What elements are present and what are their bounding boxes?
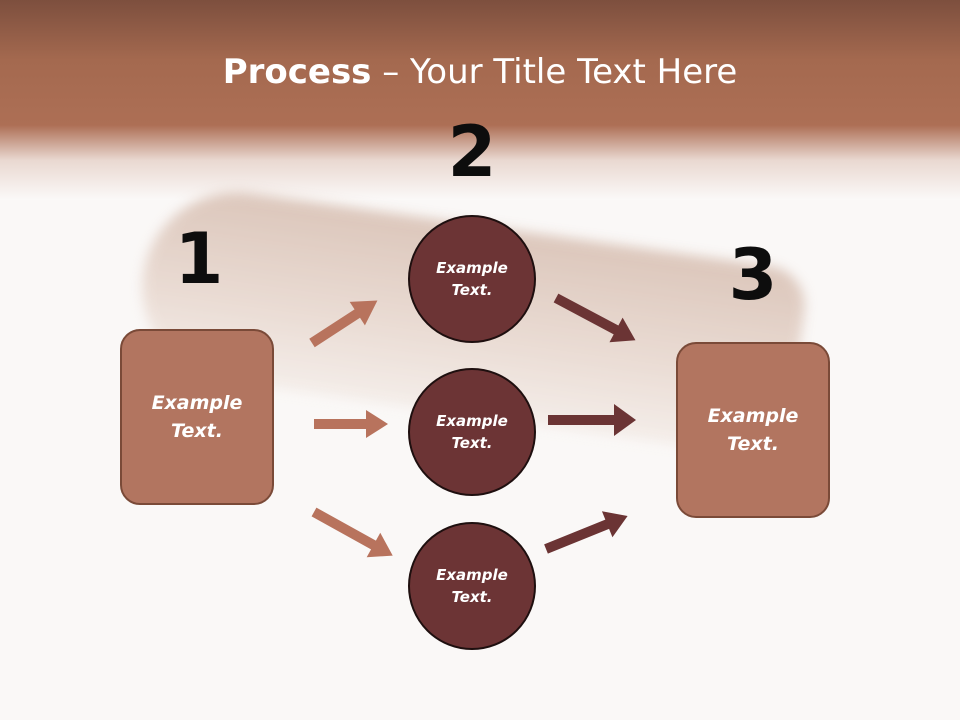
left-process-box: Example Text. [120, 329, 274, 505]
right-box-label: Example Text. [707, 404, 799, 456]
title-rest: – Your Title Text Here [371, 52, 738, 92]
top-circle: Example Text. [408, 215, 536, 343]
arrow-to-middle-circle [314, 410, 388, 438]
arrow-from-middle-circle [548, 404, 636, 436]
left-box-label: Example Text. [151, 391, 243, 443]
slide-title: Process – Your Title Text Here [0, 52, 960, 92]
middle-circle: Example Text. [408, 368, 536, 496]
arrow-to-top-circle [309, 300, 378, 348]
arrow-from-bottom-circle [544, 511, 628, 554]
step-number-1: 1 [174, 218, 224, 300]
arrow-to-bottom-circle [311, 507, 393, 558]
bottom-circle-label: Example Text. [436, 565, 508, 607]
step-number-2: 2 [447, 111, 497, 193]
arrow-from-top-circle [553, 293, 636, 343]
header-band [0, 0, 960, 200]
top-circle-label: Example Text. [436, 258, 508, 300]
bottom-circle: Example Text. [408, 522, 536, 650]
step-number-3: 3 [728, 234, 778, 316]
title-bold: Process [222, 52, 372, 92]
middle-circle-label: Example Text. [436, 411, 508, 453]
right-process-box: Example Text. [676, 342, 830, 518]
